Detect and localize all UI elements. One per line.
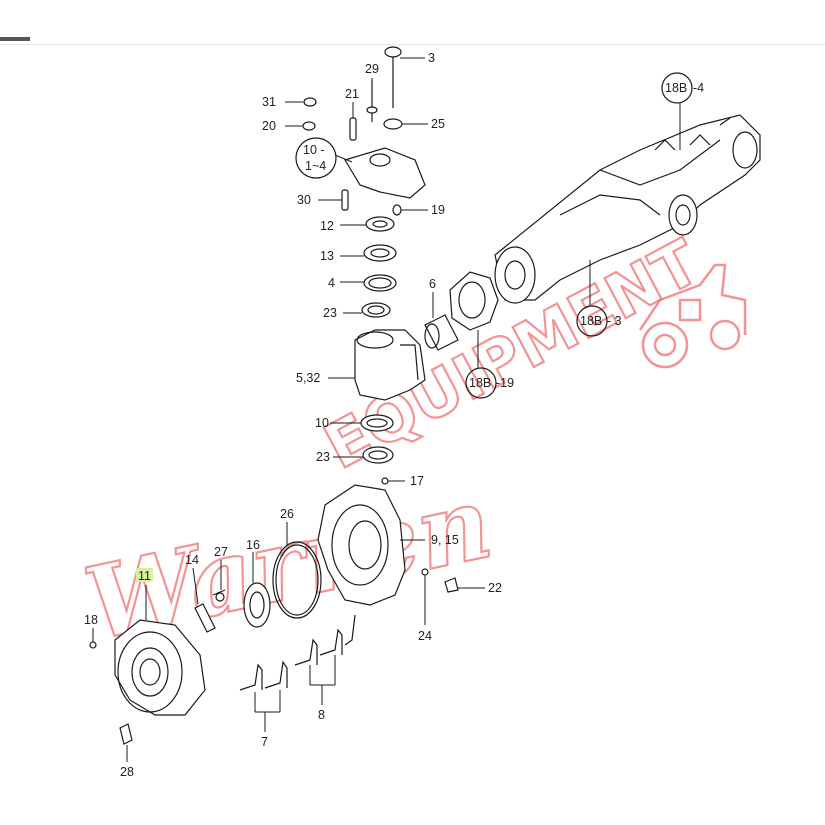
thrust-washers[interactable] (239, 614, 356, 691)
part-labels: 3 29 21 31 20 25 10 - 1~4 30 19 12 13 4 … (84, 51, 704, 779)
bushing-part[interactable] (424, 314, 459, 351)
callout-circle-18B-4 (661, 72, 693, 104)
label-3[interactable]: 3 (428, 51, 435, 65)
label-23-upper[interactable]: 23 (323, 306, 337, 320)
label-24[interactable]: 24 (418, 629, 432, 643)
label-18B-19-suffix[interactable]: -19 (496, 376, 514, 390)
label-18[interactable]: 18 (84, 613, 98, 627)
tractor-logo-icon (638, 263, 747, 369)
label-23-lower[interactable]: 23 (316, 450, 330, 464)
label-31[interactable]: 31 (262, 95, 276, 109)
header-divider (0, 44, 825, 45)
label-18B-3-suffix[interactable]: - 3 (607, 314, 622, 328)
kingpin-stack[interactable] (302, 46, 426, 318)
label-27[interactable]: 27 (214, 545, 228, 559)
hex-nut-part[interactable] (449, 271, 499, 331)
label-4[interactable]: 4 (328, 276, 335, 290)
menu-bar-mark (0, 37, 30, 41)
label-10-1-4-top[interactable]: 10 - (303, 143, 325, 157)
hub-cover[interactable] (89, 619, 206, 745)
bolt-plate-parts[interactable] (194, 589, 226, 633)
label-17[interactable]: 17 (410, 474, 424, 488)
reduction-housing[interactable] (317, 484, 459, 606)
callout-circle-18B-19 (465, 367, 497, 399)
label-18B-19-code[interactable]: 18B (469, 376, 491, 390)
label-13[interactable]: 13 (320, 249, 334, 263)
lower-rings[interactable] (360, 414, 394, 485)
label-30[interactable]: 30 (297, 193, 311, 207)
label-9-15[interactable]: 9, 15 (431, 533, 459, 547)
o-ring-part[interactable] (272, 541, 322, 619)
label-18B-3-code[interactable]: 18B (580, 314, 602, 328)
label-14[interactable]: 14 (185, 553, 199, 567)
label-11-highlight (136, 568, 153, 582)
steering-knuckle[interactable] (354, 329, 426, 401)
callout-circle-18B-3 (576, 305, 608, 337)
callout-circle-10-1-4 (295, 137, 337, 179)
label-8[interactable]: 8 (318, 708, 325, 722)
label-19[interactable]: 19 (431, 203, 445, 217)
label-10[interactable]: 10 (315, 416, 329, 430)
label-25[interactable]: 25 (431, 117, 445, 131)
label-11[interactable]: 11 (138, 569, 151, 583)
label-21[interactable]: 21 (345, 87, 359, 101)
label-29[interactable]: 29 (365, 62, 379, 76)
label-20[interactable]: 20 (262, 119, 276, 133)
label-10-1-4-bottom[interactable]: 1~4 (305, 159, 326, 173)
watermark: Warren EQUIPMENT (74, 224, 747, 665)
label-26[interactable]: 26 (280, 507, 294, 521)
label-18B-4-code[interactable]: 18B (665, 81, 687, 95)
axle-housing[interactable] (494, 114, 761, 304)
label-22[interactable]: 22 (488, 581, 502, 595)
oil-seal-part[interactable] (243, 582, 271, 628)
leader-lines (92, 57, 681, 762)
label-7[interactable]: 7 (261, 735, 268, 749)
label-16[interactable]: 16 (246, 538, 260, 552)
label-18B-4-suffix[interactable]: -4 (693, 81, 704, 95)
label-12[interactable]: 12 (320, 219, 334, 233)
label-6[interactable]: 6 (429, 277, 436, 291)
label-28[interactable]: 28 (120, 765, 134, 779)
label-5-32[interactable]: 5,32 (296, 371, 320, 385)
